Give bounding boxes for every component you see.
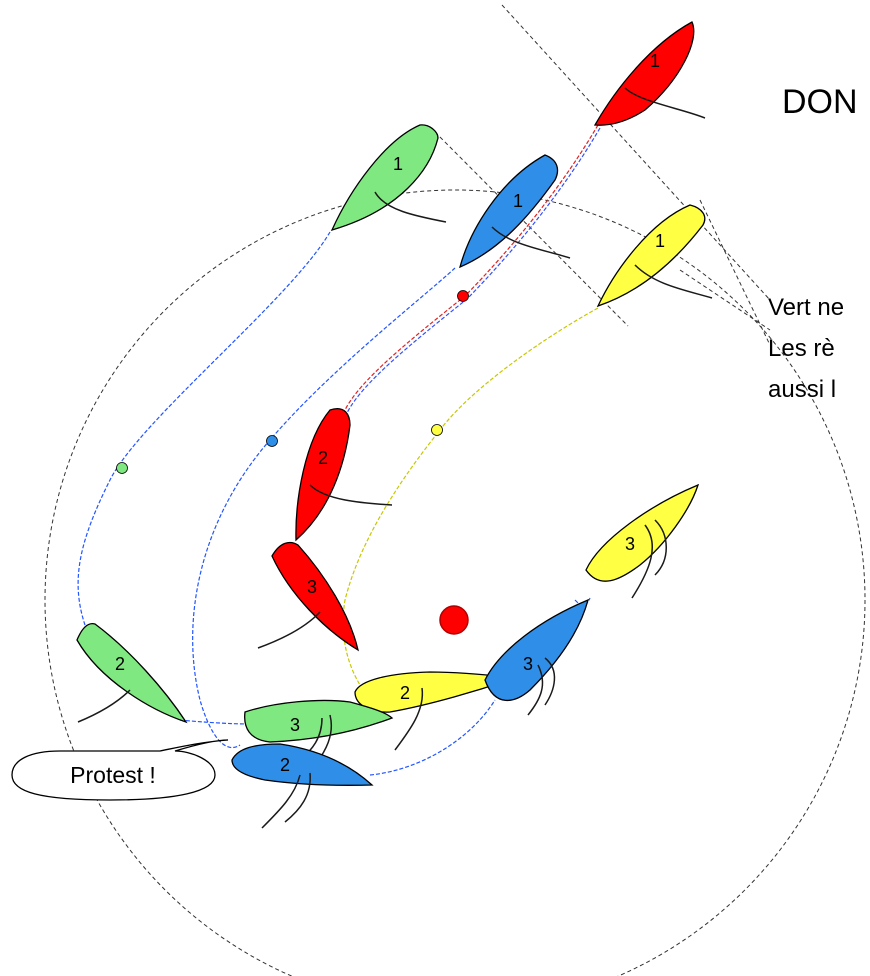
boat-label-red-3: 3: [307, 577, 317, 597]
note-line-1: Vert ne: [768, 294, 844, 321]
note-text: Vert ne Les rè aussi l: [768, 294, 844, 403]
title-text: DON: [782, 83, 858, 121]
mark-buoy: [439, 605, 469, 635]
note-line-2: Les rè: [768, 335, 835, 362]
boat-label-red-1: 1: [650, 51, 660, 71]
boat-label-blue-3: 3: [523, 654, 533, 674]
boat-label-green-2: 2: [115, 654, 125, 674]
green-track: [77, 231, 331, 626]
red-track-dot: [457, 290, 469, 302]
guide-lines: [434, 4, 771, 346]
boat-red-2: 2: [295, 408, 393, 542]
yellow-track-dot: [431, 424, 443, 436]
boat-label-blue-2: 2: [280, 755, 290, 775]
track-dots: [116, 290, 469, 474]
boat-red-1: 1: [593, 21, 706, 126]
boat-label-green-1: 1: [393, 154, 403, 174]
green-track-dot: [116, 462, 128, 474]
boat-green-2: 2: [76, 622, 188, 724]
boat-green-1: 1: [330, 124, 447, 232]
protest-label: Protest !: [70, 762, 156, 788]
zone-circle: [44, 189, 866, 976]
inner-circle: [45, 200, 865, 976]
boat-label-blue-1: 1: [513, 191, 523, 211]
boat-label-yellow-1: 1: [655, 231, 665, 251]
boat-label-red-2: 2: [318, 448, 328, 468]
boat-label-green-3: 3: [290, 715, 300, 735]
boat-blue-3: 3: [484, 598, 589, 716]
note-line-3: aussi l: [768, 376, 836, 403]
blue-track-end: [369, 699, 496, 776]
blue-track: [192, 267, 456, 748]
boat-yellow-1: 1: [596, 204, 713, 308]
green-track-end: [179, 719, 251, 725]
boat-blue-2: 2: [231, 743, 374, 829]
protest-bubble: Protest !: [11, 739, 229, 801]
boat-red-3: 3: [257, 541, 359, 652]
boat-blue-1: 1: [459, 154, 571, 269]
boat-yellow-3: 3: [585, 483, 700, 599]
boat-label-yellow-3: 3: [625, 534, 635, 554]
boat-label-yellow-2: 2: [400, 683, 410, 703]
blue-track-dot: [266, 435, 278, 447]
